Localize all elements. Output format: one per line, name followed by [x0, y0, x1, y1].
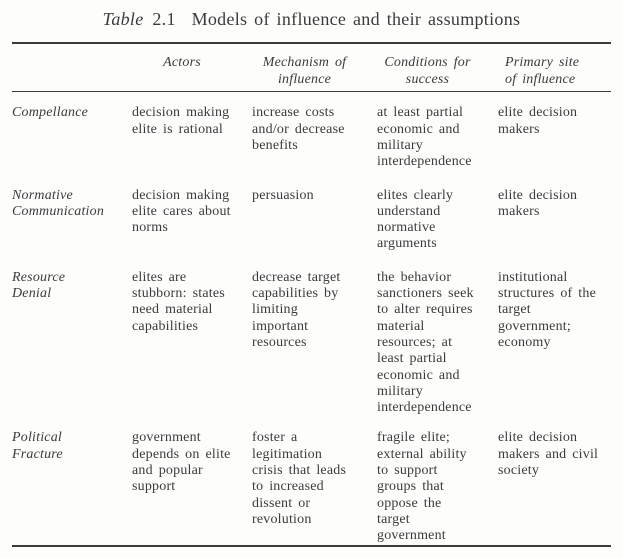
caption-text: Models of influence and their assumption… — [191, 9, 521, 29]
cell-mechanism: persuasion — [252, 187, 314, 203]
table-row-resource-denial: Resource Denial elites are stubborn: sta… — [12, 270, 611, 417]
header-cell-conditions: Conditions for success — [384, 55, 471, 87]
header-cell-actors: Actors — [163, 55, 201, 71]
cell-mechanism: decrease target capabilities by limiting… — [252, 269, 341, 350]
top-rule — [12, 42, 611, 45]
cell-conditions: fragile elite; external ability to suppo… — [377, 430, 467, 544]
cell-conditions: the behavior sanctioners seek to alter r… — [377, 269, 474, 416]
cell-actors: government depends on elite and popular … — [132, 430, 231, 495]
table-caption: Table 2.1 Models of influence and their … — [12, 9, 611, 29]
cell-conditions: elites clearly understand normative argu… — [377, 187, 454, 252]
row-label: Resource Denial — [12, 269, 66, 302]
cell-site: elite decision makers — [498, 105, 578, 137]
cell-conditions: at least partial economic and military i… — [377, 105, 472, 170]
table-body: Compellance decision making elite is rat… — [12, 92, 611, 544]
table-row-normative-communication: Normative Communication decision making … — [12, 188, 611, 253]
caption-label: Table — [102, 9, 144, 29]
row-label: Normative Communication — [12, 187, 105, 219]
cell-actors: decision making elite is rational — [132, 105, 230, 137]
bottom-rule — [12, 544, 611, 547]
table-row-political-fracture: Political Fracture government depends on… — [12, 430, 611, 544]
caption-number: 2.1 — [152, 9, 176, 29]
influence-models-table: Actors Mechanism of influence Conditions… — [12, 42, 611, 547]
header-rule — [12, 90, 611, 93]
table-row-compellance: Compellance decision making elite is rat… — [12, 105, 611, 170]
cell-mechanism: increase costs and/or decrease benefits — [252, 105, 345, 153]
header-cell-mechanism: Mechanism of influence — [262, 55, 347, 87]
cell-mechanism: foster a legitimation crisis that leads … — [252, 430, 347, 527]
cell-site: elite decision makers and civil society — [498, 430, 599, 479]
cell-actors: decision making elite cares about norms — [132, 187, 231, 236]
row-label: Compellance — [12, 105, 89, 121]
header-cell-primary-site: Primary site of influence — [505, 55, 580, 87]
cell-actors: elites are stubborn: states need materia… — [132, 269, 225, 334]
row-label: Political Fracture — [12, 430, 63, 462]
cell-site: elite decision makers — [498, 187, 578, 219]
header-row: Actors Mechanism of influence Conditions… — [12, 44, 611, 91]
header-cell-blank — [12, 55, 132, 88]
cell-site: institutional structures of the target g… — [498, 269, 596, 350]
